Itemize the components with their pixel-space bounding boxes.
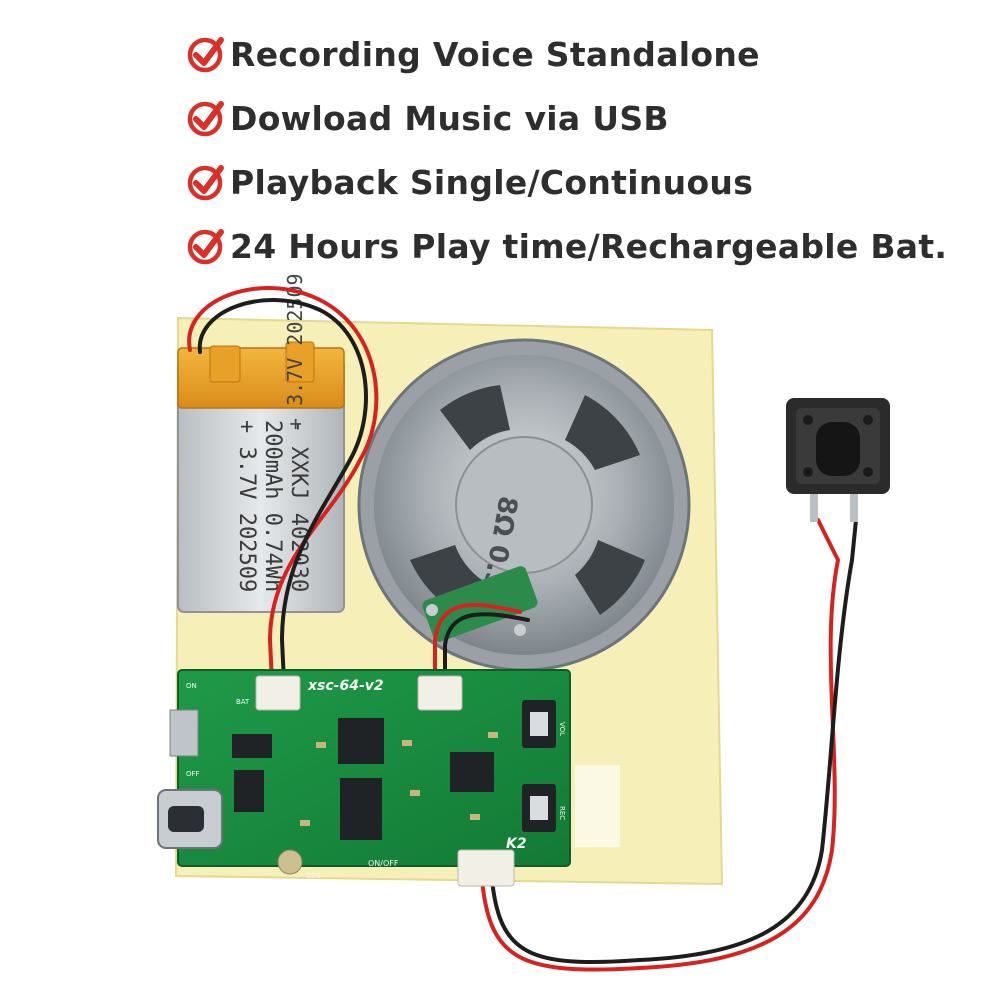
wires (187, 286, 858, 972)
feature-item: Playback Single/Continuous (186, 158, 753, 206)
check-circle-icon (187, 229, 224, 265)
speaker: 8Ω 0.5W (357, 338, 691, 672)
foam-backing (174, 316, 724, 886)
check-circle-icon (187, 165, 224, 201)
board-on-off: ON/OFF (368, 859, 399, 868)
battery-label-group: - XXKJ 402030 200mAh 0.74Wh + 3.7V 20250… (234, 420, 311, 592)
feature-item: Recording Voice Standalone (186, 30, 760, 78)
board-off: OFF (186, 770, 200, 778)
battery: + 3.7V 202509 (177, 273, 345, 613)
battery-label-line1: - XXKJ 402030 (286, 420, 311, 592)
board-on: ON (186, 682, 197, 690)
board-bat: BAT (236, 698, 250, 706)
board-k2: K2 (506, 836, 527, 852)
board-rec: REC (558, 806, 566, 820)
pcb-board: xsc-64-v2 K2 ON/OFF ON OFF BAT VOL REC C… (157, 669, 571, 887)
feature-text: Dowload Music via USB (230, 98, 669, 138)
check-circle-icon (187, 101, 224, 137)
feature-text: Playback Single/Continuous (230, 162, 754, 202)
board-cds: CDS (306, 872, 321, 880)
feature-text: 24 Hours Play time/Rechargeable Bat. (230, 226, 948, 266)
battery-label-line2: 200mAh 0.74Wh (260, 420, 285, 592)
battery-label-line3: + 3.7V 202509 (234, 420, 259, 592)
feature-item: 24 Hours Play time/Rechargeable Bat. (186, 222, 947, 270)
battery-label: + 3.7V 202509 (283, 273, 307, 430)
board-vol: VOL (558, 722, 566, 736)
board-model: xsc-64-v2 (307, 678, 384, 694)
speaker-label: 8Ω 0.5W (472, 494, 523, 621)
feature-text: Recording Voice Standalone (230, 34, 760, 74)
feature-item: Dowload Music via USB (186, 94, 669, 142)
check-circle-icon (187, 37, 224, 73)
push-button (786, 398, 890, 522)
